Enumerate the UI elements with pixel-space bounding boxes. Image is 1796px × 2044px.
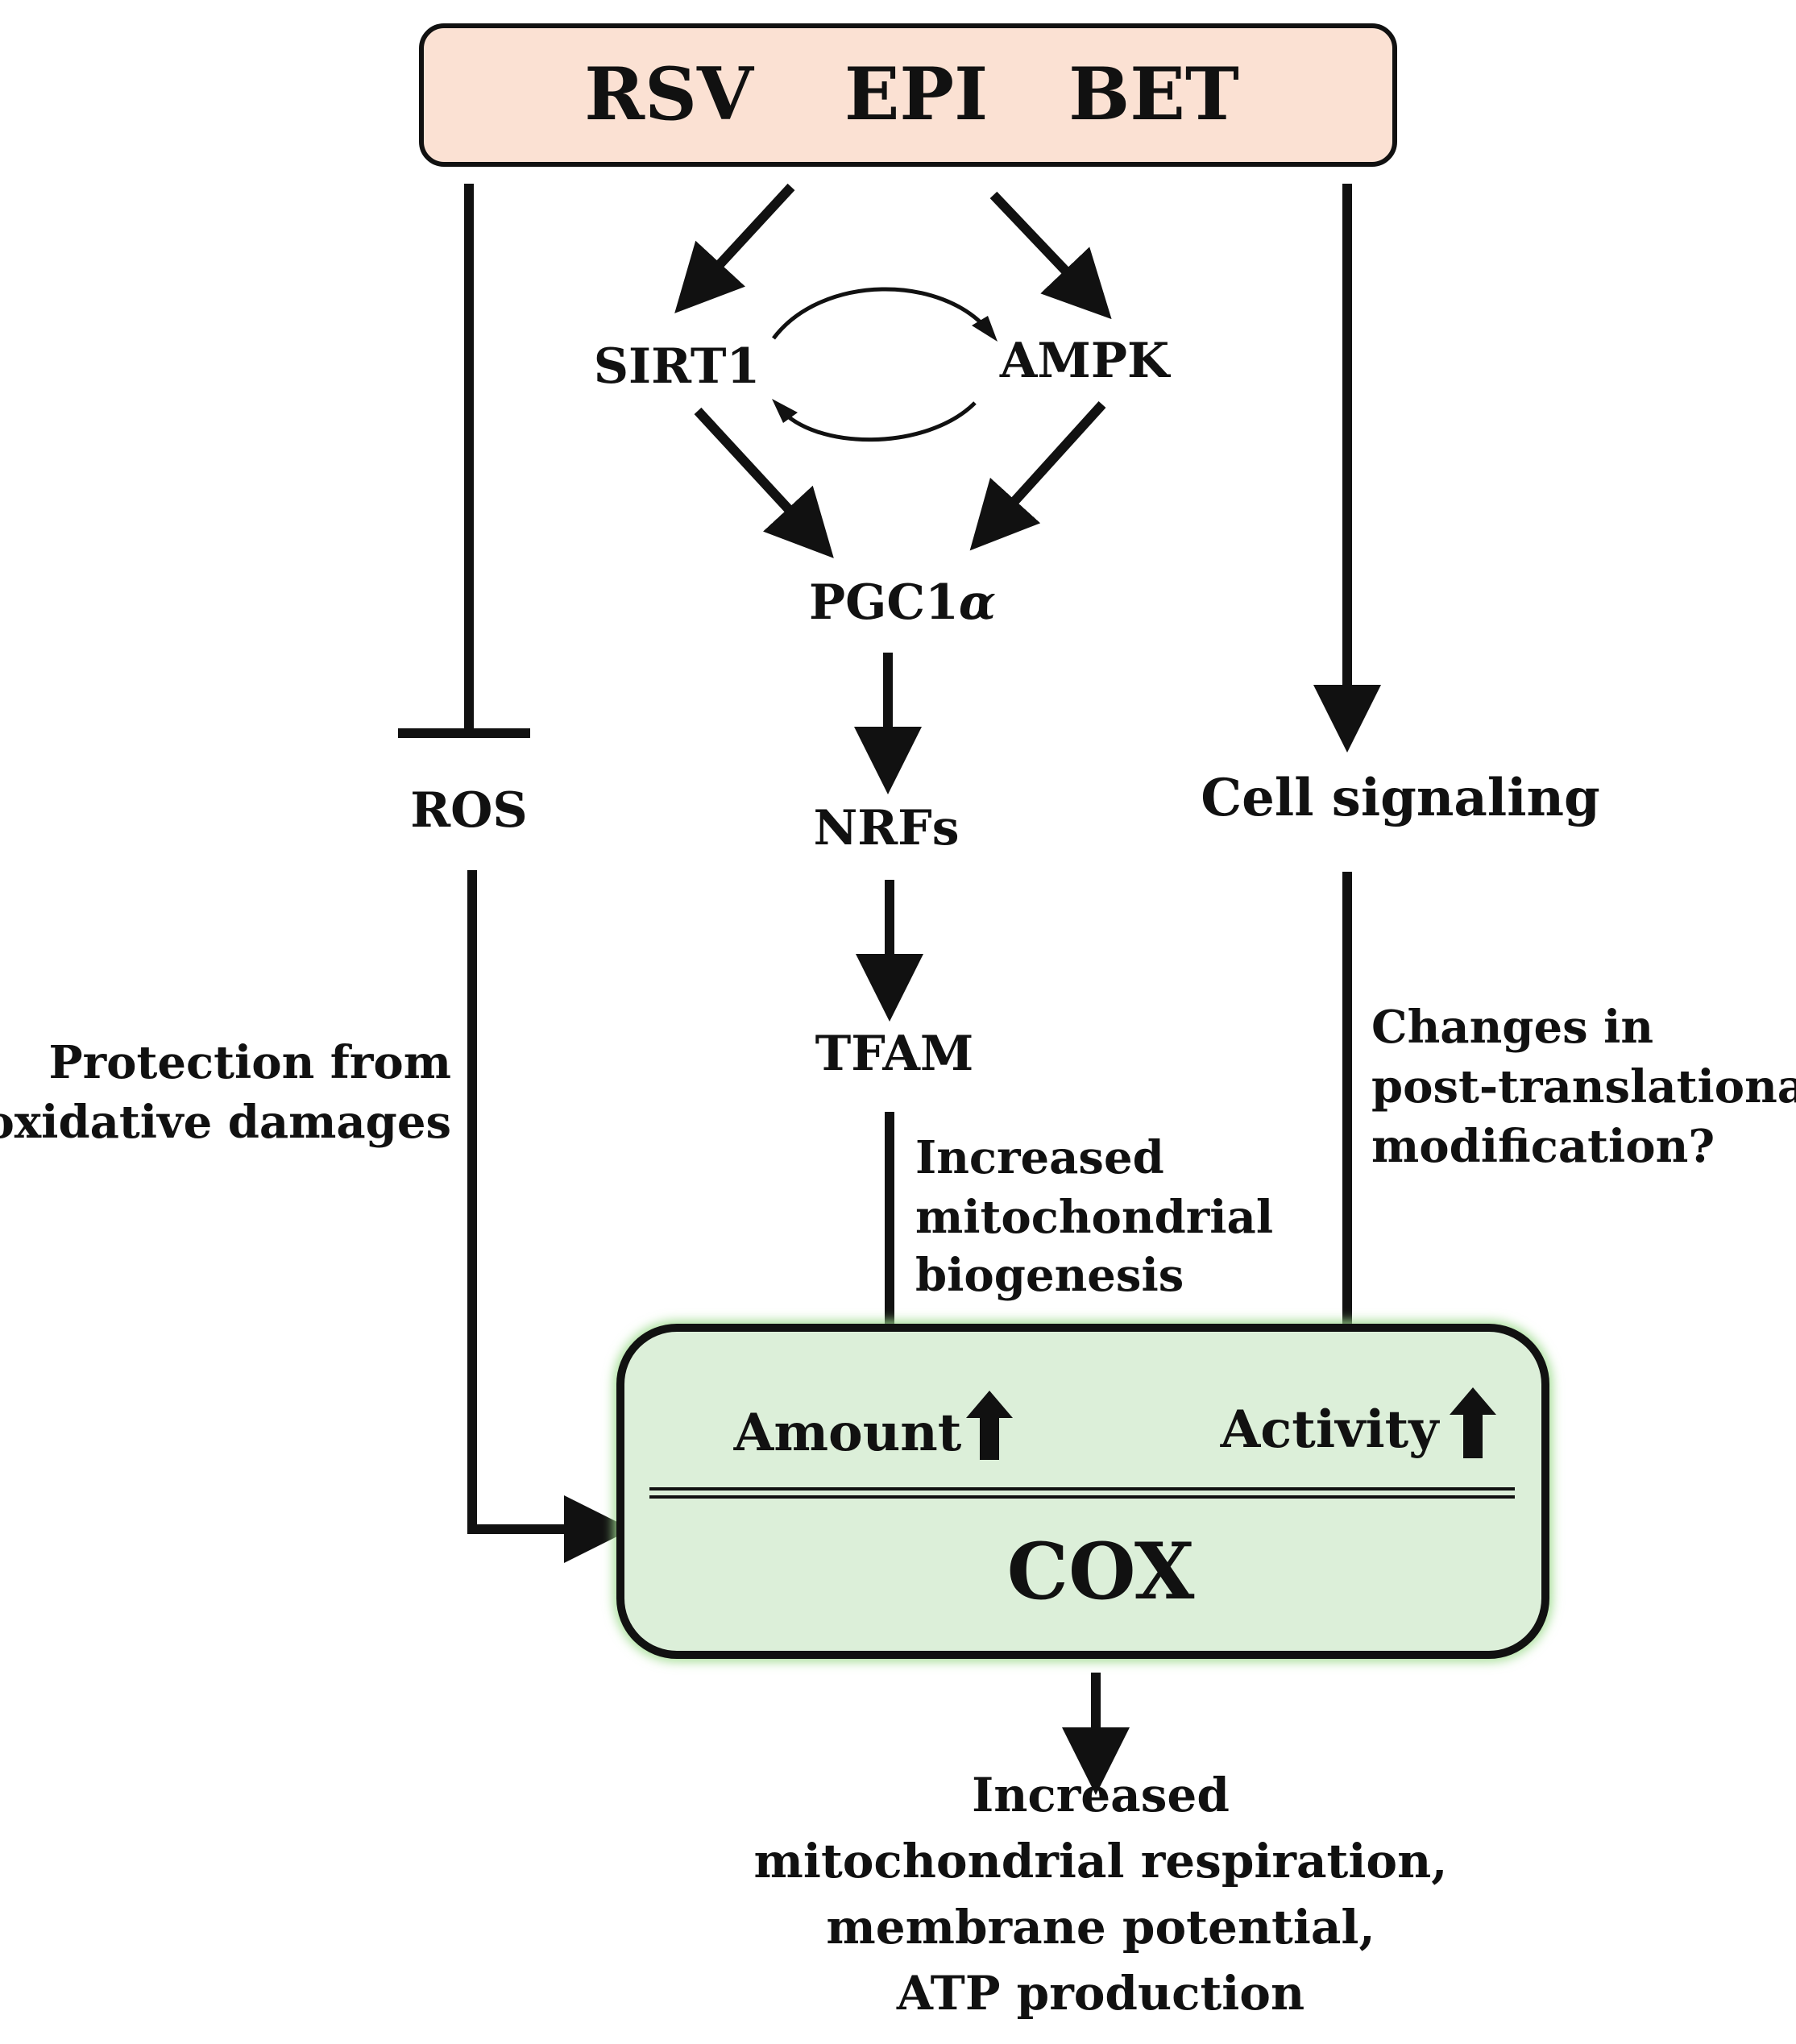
pgc1a-alpha: α (959, 574, 996, 631)
arrow-to-ampk (989, 191, 1112, 320)
cycle-arrowhead-bottom (772, 399, 798, 423)
arrow-to-sirt1 (674, 183, 795, 313)
compound-bet: BET (1068, 52, 1239, 137)
node-activity: Activity (1220, 1399, 1441, 1460)
label-ptm-3: modification? (1371, 1120, 1715, 1173)
label-protection-1: Protection from (49, 1036, 451, 1089)
label-biogenesis-3: biogenesis (915, 1249, 1184, 1302)
node-sirt1: SIRT1 (594, 338, 761, 395)
amount-up-arrow-icon (966, 1391, 1013, 1460)
label-ptm-1: Changes in (1371, 1001, 1653, 1054)
node-ampk: AMPK (999, 333, 1171, 389)
label-protection-2: oxidative damages (0, 1096, 451, 1149)
outcome-line-4: ATP production (896, 1966, 1304, 2021)
compound-rsv: RSV (584, 52, 755, 137)
cycle-arc-top (772, 287, 991, 340)
outcome-line-1: Increased (972, 1768, 1230, 1822)
node-ros: ROS (410, 782, 527, 839)
arrow-ampk-to-pgc1a (969, 400, 1106, 551)
node-cox: COX (1007, 1526, 1195, 1617)
outcome-line-2: mitochondrial respiration, (754, 1834, 1448, 1889)
node-pgc1a: PGC1α (809, 574, 996, 631)
label-ptm-2: post-translational (1371, 1060, 1796, 1113)
pgc1a-prefix: PGC1 (809, 574, 959, 631)
outcome-line-3: membrane potential, (826, 1900, 1375, 1955)
arrow-ros-to-cox (467, 870, 632, 1563)
compound-box (419, 23, 1397, 167)
node-cell-signaling: Cell signaling (1201, 768, 1600, 828)
node-amount: Amount (733, 1403, 962, 1463)
label-biogenesis-2: mitochondrial (915, 1191, 1273, 1244)
compound-epi: EPI (844, 52, 988, 137)
arrow-sirt1-to-pgc1a (694, 407, 834, 558)
cox-box (616, 1324, 1549, 1659)
node-tfam: TFAM (815, 1026, 974, 1082)
cycle-arc-bottom (777, 401, 977, 442)
cycle-arrowhead-top (972, 316, 998, 342)
node-nrfs: NRFs (813, 800, 959, 856)
activity-up-arrow-icon (1450, 1387, 1496, 1458)
label-biogenesis-1: Increased (915, 1131, 1164, 1184)
